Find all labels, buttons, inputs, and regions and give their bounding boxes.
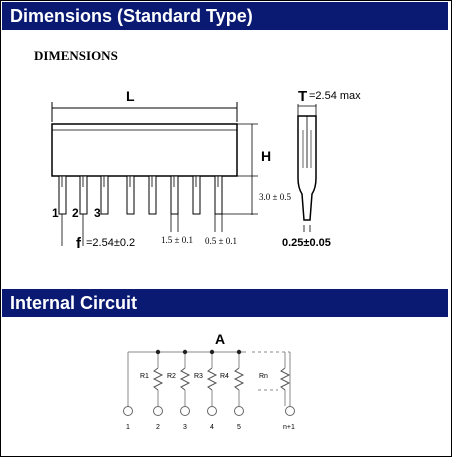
node-label-2: 2 — [156, 424, 160, 431]
resistor-label-r4: R4 — [220, 373, 229, 380]
resistor-label-rn: Rn — [259, 373, 268, 380]
pin-length-value: 3.0 ± 0.5 — [259, 192, 291, 202]
pin-width-value: 1.5 ± 0.1 — [161, 235, 193, 245]
pin-thickness-value: 0.5 ± 0.1 — [205, 236, 237, 246]
height-label: H — [261, 148, 271, 164]
thickness-symbol: T — [298, 88, 307, 105]
pin-waists — [61, 176, 219, 187]
node-label-5: 5 — [237, 424, 241, 431]
pitch-value: =2.54±0.2 — [86, 237, 135, 249]
package-body — [51, 123, 238, 177]
resistor-label-r1: R1 — [140, 373, 149, 380]
node-label-1: 1 — [126, 424, 130, 431]
section-banner-dimensions: Dimensions (Standard Type) — [2, 2, 448, 30]
node-label-4: 4 — [210, 424, 214, 431]
lead-thickness-value: 0.25±0.05 — [282, 237, 331, 249]
resistor-label-r3: R3 — [194, 373, 203, 380]
internal-circuit-diagram: A R1 R2 R3 R4 Rn 1 2 3 4 5 n+1 — [123, 331, 295, 431]
length-label: L — [126, 88, 135, 104]
drawing-heading: DIMENSIONS — [34, 48, 118, 63]
pin-label-1: 1 — [52, 206, 59, 220]
resistor-label-r2: R2 — [167, 373, 176, 380]
common-terminal-label: A — [215, 331, 225, 347]
pin-label-2: 2 — [72, 206, 79, 220]
pitch-symbol: f — [76, 235, 82, 252]
package-pins — [58, 175, 223, 215]
dimensions-drawing: DIMENSIONS L 1 2 3 f =2.54±0.2 1.5 ± 0.1… — [34, 48, 361, 252]
section-banner-internal-circuit: Internal Circuit — [2, 289, 448, 317]
terminal-pads — [123, 406, 295, 416]
node-label-n-plus-1: n+1 — [283, 424, 295, 431]
pin-label-3: 3 — [94, 206, 101, 220]
resistor-symbols — [152, 367, 291, 391]
junction-dots — [155, 349, 242, 355]
thickness-value: =2.54 max — [309, 90, 361, 102]
node-label-3: 3 — [183, 424, 187, 431]
